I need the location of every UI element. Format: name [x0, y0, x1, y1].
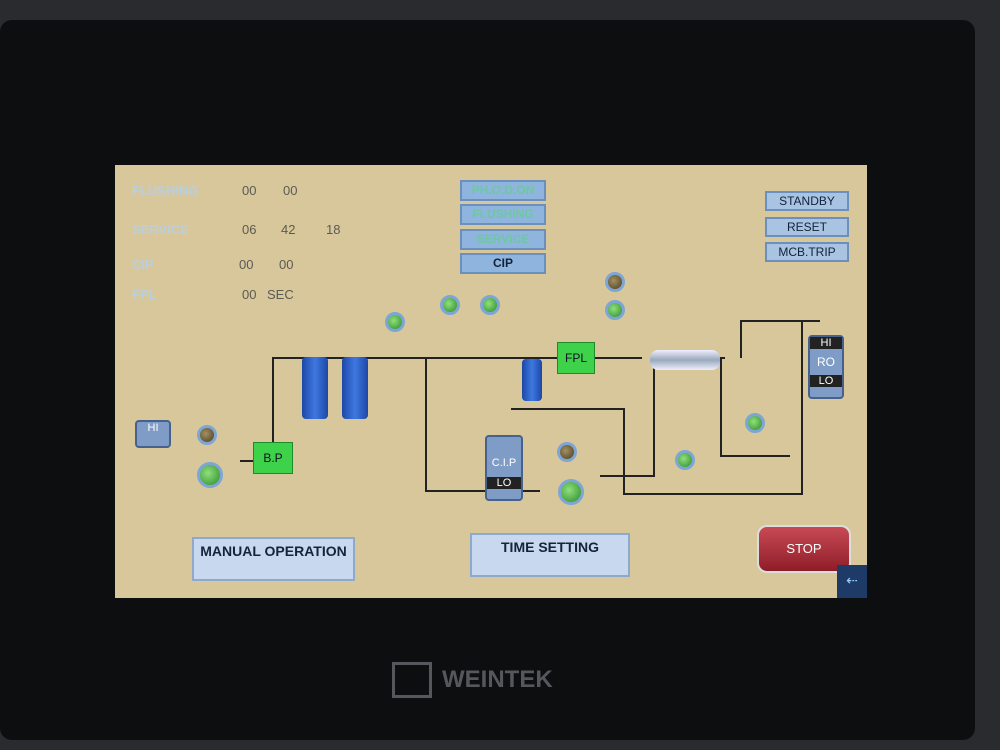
- mcb-trip-indicator: MCB.TRIP: [765, 242, 849, 262]
- ro-lo-label: LO: [810, 375, 842, 387]
- pump-status-lamp: [440, 295, 460, 315]
- status-indicator: SERVICE: [460, 229, 546, 250]
- cip-pump-fault-lamp: [557, 442, 577, 462]
- pump-status-lamp: [480, 295, 500, 315]
- timer-value: 42: [281, 222, 296, 237]
- cartridge-filter: [522, 359, 542, 401]
- pipe: [511, 408, 623, 410]
- valve-status-lamp: [385, 312, 405, 332]
- manual-operation-button[interactable]: MANUAL OPERATION: [192, 537, 355, 581]
- brand-logo: WEINTEK: [442, 666, 553, 693]
- pipe: [653, 357, 655, 477]
- ro-membrane: [650, 350, 720, 370]
- cip-tank-label: C.I.P: [491, 457, 517, 469]
- pipe: [740, 320, 742, 358]
- ro-tank: HI RO LO: [808, 335, 844, 399]
- pipe: [801, 322, 803, 494]
- pump-status-lamp: [605, 300, 625, 320]
- stop-button[interactable]: STOP: [757, 525, 851, 573]
- pipe: [272, 357, 274, 452]
- pipe: [272, 357, 642, 359]
- status-indicator: FLUSHING: [460, 204, 546, 225]
- feed-tank: HI: [135, 420, 171, 448]
- pipe: [623, 493, 803, 495]
- timer-value: 00: [242, 183, 257, 198]
- hmi-screen: FLUSHING 00 00 SERVICE 06 42 18 CIP 00 0…: [115, 165, 867, 598]
- timer-value: 00: [242, 287, 257, 302]
- pipe: [600, 475, 655, 477]
- timer-label: SERVICE: [132, 222, 189, 237]
- pipe: [425, 490, 540, 492]
- cip-tank: C.I.P LO: [485, 435, 523, 501]
- valve-status-lamp: [745, 413, 765, 433]
- pipe: [720, 357, 722, 457]
- bp-indicator: B.P: [253, 442, 293, 474]
- cip-pump-icon: [558, 479, 584, 505]
- valve-status-lamp: [675, 450, 695, 470]
- booster-pump-icon: [197, 462, 223, 488]
- fpl-indicator: FPL: [557, 342, 595, 374]
- timer-label: FLUSHING: [132, 183, 199, 198]
- brand-logo-icon: [392, 662, 432, 698]
- back-arrow-icon[interactable]: ⇠: [837, 565, 867, 598]
- standby-button[interactable]: STANDBY: [765, 191, 849, 211]
- timer-value: 06: [242, 222, 257, 237]
- timer-value: 00: [283, 183, 298, 198]
- pipe: [720, 455, 790, 457]
- timer-value: 18: [326, 222, 341, 237]
- pipe: [740, 320, 820, 322]
- timer-unit: SEC: [267, 287, 294, 302]
- cartridge-filter: [342, 357, 368, 419]
- timer-value: 00: [239, 257, 254, 272]
- ro-tank-label: RO: [817, 355, 835, 369]
- pump-fault-lamp: [605, 272, 625, 292]
- timer-value: 00: [279, 257, 294, 272]
- pipe: [425, 357, 427, 492]
- status-indicator: PH.O.D.ON: [460, 180, 546, 201]
- pipe: [240, 460, 255, 462]
- feed-hi-label: HI: [147, 422, 159, 434]
- pipe: [623, 408, 625, 493]
- ro-hi-label: HI: [810, 337, 842, 349]
- bp-fault-lamp: [197, 425, 217, 445]
- timer-label: CIP: [132, 257, 154, 272]
- time-setting-button[interactable]: TIME SETTING: [470, 533, 630, 577]
- timer-label: FPL: [132, 287, 157, 302]
- cartridge-filter: [302, 357, 328, 419]
- status-indicator: CIP: [460, 253, 546, 274]
- cip-lo-label: LO: [487, 477, 521, 489]
- reset-button[interactable]: RESET: [765, 217, 849, 237]
